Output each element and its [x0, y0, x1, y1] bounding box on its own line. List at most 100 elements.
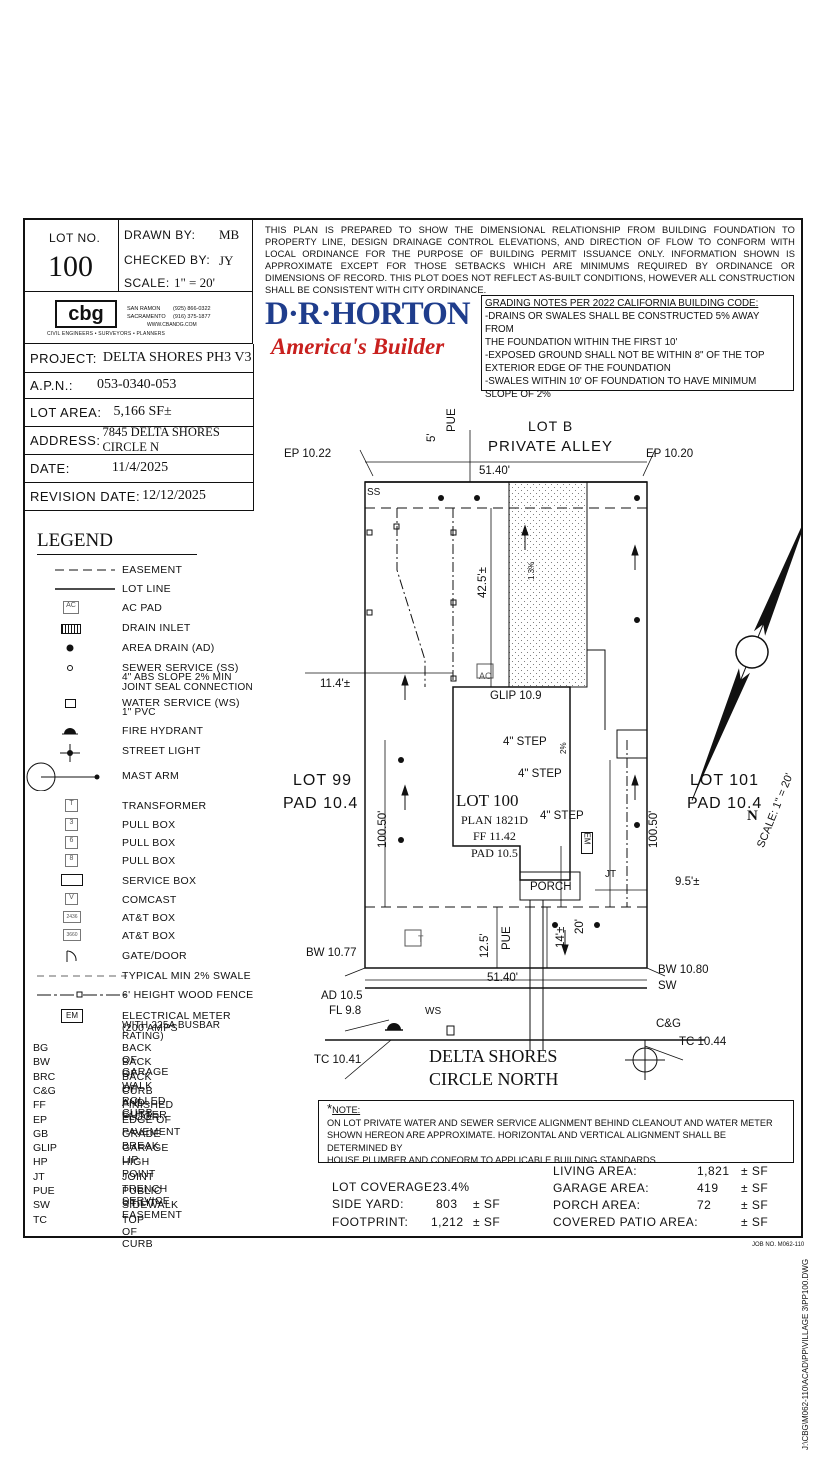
- ep-right-label: EP 10.20: [646, 448, 694, 460]
- project-row: PROJECT: DELTA SHORES PH3 V3: [25, 344, 254, 373]
- scale-label: SCALE:: [124, 276, 170, 290]
- lot-area-label: LOT AREA:: [30, 404, 102, 420]
- plan-no-label: PLAN 1821D: [461, 813, 529, 827]
- five-ft-label: 5': [426, 433, 438, 442]
- abbreviation-desc: SIDEWALK: [122, 1199, 179, 1212]
- cg-label: C&G: [656, 1018, 681, 1030]
- revision-label: REVISION DATE:: [30, 488, 141, 504]
- legend-item: LOT LINE: [25, 581, 255, 599]
- legend-label: STREET LIGHT: [122, 745, 201, 757]
- cbg-phone1: (925) 866-0322: [173, 306, 211, 312]
- footprint-unit: ± SF: [473, 1215, 501, 1229]
- legend-symbol-icon: 8: [55, 854, 79, 868]
- plot-plan-sheet: LOT NO. 100 DRAWN BY: MB CHECKED BY: JY …: [23, 218, 810, 1450]
- living-area-value: 1,821: [697, 1164, 730, 1178]
- dim-125-label: 12.5': [479, 933, 491, 958]
- legend-label: AREA DRAIN (AD): [122, 642, 215, 654]
- legend-label: AC PAD: [122, 602, 163, 614]
- legend-item: 6' HEIGHT WOOD FENCE: [25, 987, 255, 1005]
- note-line-2: SHOWN HEREON ARE APPROXIMATE. HORIZONTAL…: [327, 1130, 727, 1153]
- area-drains: [398, 495, 640, 928]
- lot-coverage-label: LOT COVERAGE:: [332, 1180, 437, 1194]
- legend-title-underline: [37, 554, 197, 555]
- legend-label: 6' HEIGHT WOOD FENCE: [122, 989, 254, 1001]
- abbreviation-desc: TOP OF CURB: [122, 1213, 153, 1250]
- dim-20-label: 20': [574, 919, 586, 934]
- legend-label: MAST ARM: [122, 770, 180, 782]
- abbreviation-code: C&G: [33, 1084, 56, 1097]
- lot-no-label: LOT NO.: [49, 231, 101, 245]
- project-value: DELTA SHORES PH3 V3: [102, 350, 252, 365]
- cbg-city1: SAN RAMON: [127, 306, 161, 312]
- legend-label: PULL BOX: [122, 855, 176, 867]
- checked-by-label: CHECKED BY:: [124, 253, 211, 267]
- drainage-flow-arrows: [401, 524, 639, 956]
- abbreviation-code: GB: [33, 1127, 49, 1140]
- legend-item: DRAIN INLET: [25, 620, 255, 638]
- fire-hydrant: [385, 1023, 403, 1031]
- drawing-path: J:\CBG\M062-110\ACAD\PP\VILLAGE 3\PP100.…: [801, 1258, 810, 1450]
- grading-line-4: EXTERIOR EDGE OF THE FOUNDATION: [485, 363, 671, 374]
- garage-area-label: GARAGE AREA:: [553, 1181, 650, 1195]
- checked-by-value: JY: [219, 253, 234, 268]
- legend-title: LEGEND: [37, 530, 113, 551]
- lot-area-value: 5,166 SF±: [113, 404, 172, 419]
- porch-label: PORCH: [530, 881, 572, 893]
- legend-symbol-icon: 3660: [55, 929, 81, 943]
- leader-lines: [344, 449, 684, 1080]
- pue-bot-label: PUE: [501, 926, 513, 950]
- abbreviation-code: SW: [33, 1199, 50, 1212]
- porch-area-value: 72: [697, 1198, 712, 1212]
- abbreviation-desc: HIGH POINT: [122, 1156, 156, 1181]
- apn-value: 053-0340-053: [97, 377, 177, 392]
- address-row: ADDRESS: 7845 DELTA SHORES CIRCLE N: [25, 425, 254, 455]
- grading-title: GRADING NOTES PER 2022 CALIFORNIA BUILDI…: [485, 298, 759, 309]
- legend-label: FIRE HYDRANT: [122, 725, 204, 737]
- pue-top-label: PUE: [446, 408, 458, 432]
- cbg-box: cbg CIVIL ENGINEERS • SURVEYORS • PLANNE…: [25, 292, 253, 344]
- side-enclosure: [616, 729, 648, 759]
- dim-right-label: 100.50': [648, 810, 660, 848]
- legend-item: WATER SERVICE (WS)1" PVC: [25, 695, 255, 718]
- bw-right-label: BW 10.80: [658, 964, 709, 976]
- lot-no-box: LOT NO. 100: [25, 220, 119, 292]
- revision-row: REVISION DATE: 12/12/2025: [25, 482, 254, 511]
- slope-13-label: 1.3%: [527, 561, 536, 580]
- project-label: PROJECT:: [30, 350, 97, 366]
- legend-symbol-icon: [55, 621, 81, 635]
- abbreviation-desc: EDGE OF PAVEMENT: [122, 1113, 181, 1138]
- abbreviation-desc: JOINT TRENCH SERVICE: [122, 1170, 171, 1207]
- electric-meter: EM: [581, 832, 593, 854]
- drawn-by-label: DRAWN BY:: [124, 228, 196, 242]
- abbreviation-code: BG: [33, 1042, 49, 1054]
- legend-sublabel: WITH 225A BUSBAR RATING): [122, 1020, 221, 1042]
- dim-left-label: 100.50': [377, 810, 389, 848]
- alley-label: PRIVATE ALLEY: [488, 438, 613, 455]
- abbreviation-desc: BACK OF ROLLED CURB: [122, 1070, 166, 1119]
- legend-sublabel: 1" PVC: [122, 707, 156, 718]
- legend-label: AT&T BOX: [122, 912, 176, 924]
- abbreviation-desc: PUBLIC UTILITY EASEMENT: [122, 1185, 183, 1221]
- legend-label: EASEMENT: [122, 564, 183, 576]
- grading-line-1: -DRAINS OR SWALES SHALL BE CONSTRUCTED 5…: [485, 311, 760, 335]
- ff-label: FF 11.42: [473, 829, 516, 843]
- grading-line-2: THE FOUNDATION WITHIN THE FIRST 10': [485, 337, 678, 348]
- apn-row: A.P.N.: 053-0340-053: [25, 372, 254, 399]
- lot-100-label: LOT 100: [456, 791, 519, 810]
- cbg-phone2: (916) 375-1877: [173, 314, 211, 320]
- abbreviation-desc: CURB AND GUTTER: [122, 1084, 167, 1121]
- service-boxes: [366, 523, 457, 682]
- glip-label: GLIP 10.9: [490, 690, 542, 702]
- tc-left-label: TC 10.41: [314, 1054, 362, 1066]
- legend-symbol-icon: [55, 724, 79, 738]
- legend-symbol-icon: [55, 563, 115, 577]
- pad-99-label: PAD 10.4: [283, 795, 359, 812]
- legend-label: PULL BOX: [122, 837, 176, 849]
- abbreviation-code: HP: [33, 1156, 48, 1169]
- legend-item: EASEMENT: [25, 562, 255, 580]
